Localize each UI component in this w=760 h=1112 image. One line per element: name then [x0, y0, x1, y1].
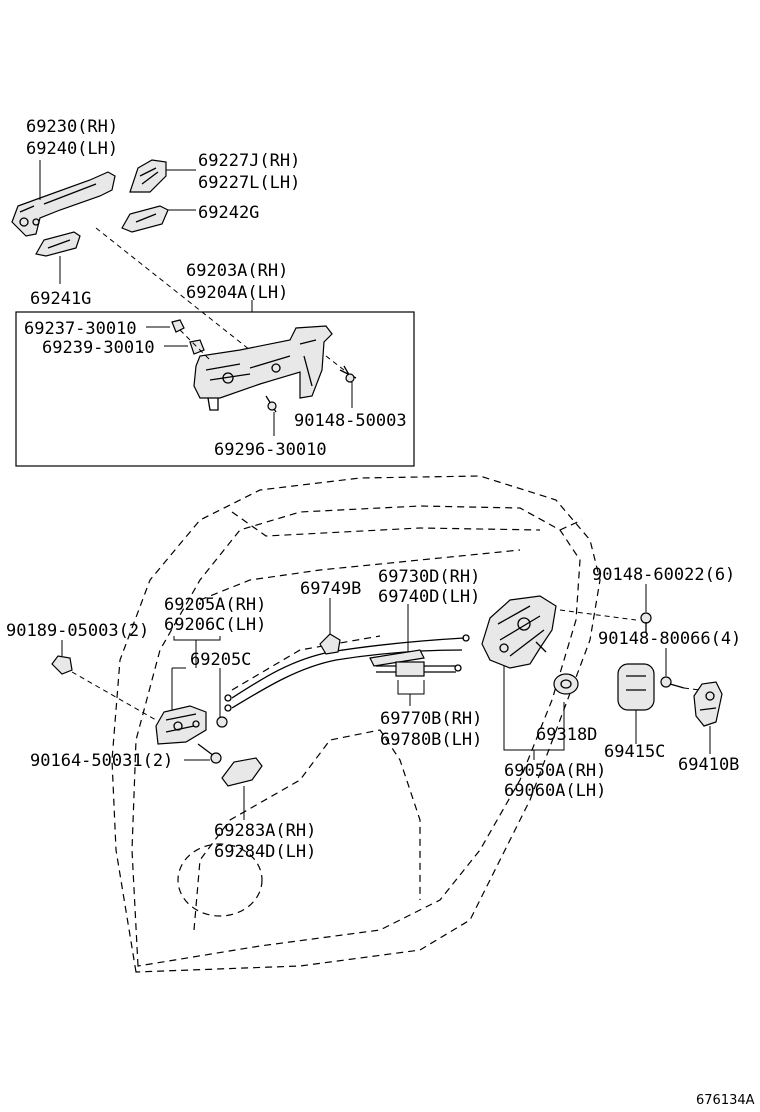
label-pad-242g: 69242G [198, 203, 259, 223]
screw-90164-part [197, 743, 222, 764]
striker-part [693, 681, 723, 727]
label-bezel-lh: 69284D(LH) [214, 842, 316, 862]
label-cover-rh: 69227J(RH) [198, 151, 300, 171]
cable-part [224, 634, 470, 712]
label-clip-749b: 69749B [300, 579, 361, 599]
label-bolt-237: 69237-30010 [24, 319, 137, 339]
handle-pad-part [121, 205, 169, 233]
label-striker-410b: 69410B [678, 755, 739, 775]
clip-90189-part [51, 655, 73, 675]
label-plate-415c: 69415C [604, 742, 665, 762]
label-screw-296: 69296-30010 [214, 440, 327, 460]
bolt-69237-part [171, 319, 185, 333]
label-cable-rh: 69730D(RH) [378, 567, 480, 587]
door-lock-part [481, 595, 557, 669]
frame-subassembly-box [15, 311, 415, 467]
outside-handle-part [11, 171, 116, 237]
label-screw-148-80066: 90148-80066(4) [598, 629, 741, 649]
screw-90148-50003-part [339, 365, 357, 383]
screw-69296-part [265, 395, 277, 413]
label-cable-lh: 69740D(LH) [378, 587, 480, 607]
label-inside-handle-lh: 69206C(LH) [164, 615, 266, 635]
label-inside-handle-rh: 69205A(RH) [164, 595, 266, 615]
label-lock-rh: 69050A(RH) [504, 761, 606, 781]
label-bolt-239: 69239-30010 [42, 338, 155, 358]
label-screw-164: 90164-50031(2) [30, 751, 173, 771]
label-handle-rh: 69230(RH) [26, 117, 118, 137]
label-frame-lh: 69204A(LH) [186, 283, 288, 303]
label-frame-rh: 69203A(RH) [186, 261, 288, 281]
handle-cover-part [129, 159, 167, 193]
handle-frame-part [193, 325, 333, 411]
clip-69749b-part [319, 633, 341, 655]
label-bezel-rh: 69283A(RH) [214, 821, 316, 841]
inside-handle-part [155, 705, 207, 745]
label-inside-handle-c: 69205C [190, 650, 251, 670]
screw-90148-80066-part [660, 676, 685, 689]
handle-base-pad-part [35, 231, 81, 257]
seal-ring-part [553, 673, 579, 695]
rod-part [376, 661, 462, 677]
label-clip-189: 90189-05003(2) [6, 621, 149, 641]
label-cover-lh: 69227L(LH) [198, 173, 300, 193]
door-outline [111, 475, 601, 973]
bezel-part [221, 757, 263, 787]
label-handle-lh: 69240(LH) [26, 139, 118, 159]
screw-90148-60022-part [640, 612, 652, 632]
label-pad-241g: 69241G [30, 289, 91, 309]
label-lock-lh: 69060A(LH) [504, 781, 606, 801]
label-rod-rh: 69770B(RH) [380, 709, 482, 729]
label-screw-148-60022: 90148-60022(6) [592, 565, 735, 585]
label-seal-318d: 69318D [536, 725, 597, 745]
label-rod-lh: 69780B(LH) [380, 730, 482, 750]
drawing-number: 676134A [696, 1093, 755, 1108]
inside-handle-clip-part [216, 716, 228, 728]
striker-plate-part [617, 663, 655, 711]
label-screw-148-50003: 90148-50003 [294, 411, 407, 431]
